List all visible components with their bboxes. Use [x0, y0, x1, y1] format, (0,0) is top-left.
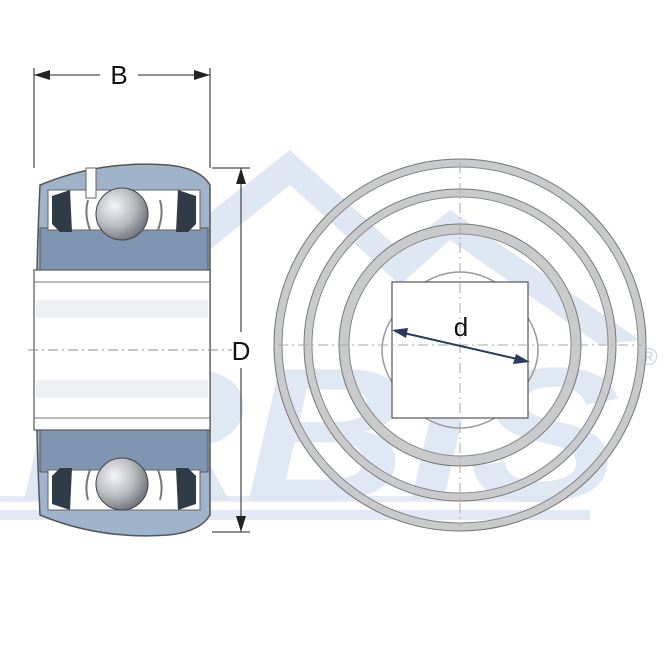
bore-dimension-line: [394, 330, 527, 362]
watermark-stripe: [0, 496, 560, 502]
arrowhead: [34, 70, 50, 80]
grease-hole: [85, 167, 97, 199]
arrowhead: [513, 354, 530, 364]
label-d: D: [232, 336, 251, 366]
bearing-side-view: [28, 163, 232, 537]
ball-upper: [95, 187, 149, 241]
upper-inner-band: [39, 227, 209, 271]
seal-lower-right: [176, 468, 196, 510]
arrowhead: [236, 168, 246, 184]
inner-ring-shade: [36, 380, 208, 398]
dimension-d: D: [212, 167, 251, 533]
cage-lower: [85, 469, 163, 501]
seal-upper-right: [176, 190, 196, 232]
seal-upper-left: [52, 190, 72, 232]
label-b: B: [110, 60, 127, 90]
inner-ring-edge: [348, 233, 572, 457]
dimension-b: B: [33, 60, 211, 168]
label-bore: d: [454, 312, 468, 342]
arrowhead: [194, 70, 210, 80]
arrowhead: [236, 516, 246, 532]
inner-ring-shade: [36, 300, 208, 318]
outer-ring-outer-edge: [273, 158, 647, 532]
ball-lower: [95, 457, 149, 511]
arrowhead: [392, 328, 408, 338]
cage-upper: [85, 199, 163, 231]
bearing-front-view: [273, 158, 647, 532]
seal-lower-left: [52, 468, 72, 510]
dimension-bore: d: [392, 312, 530, 364]
watermark-stripe: [0, 510, 590, 520]
